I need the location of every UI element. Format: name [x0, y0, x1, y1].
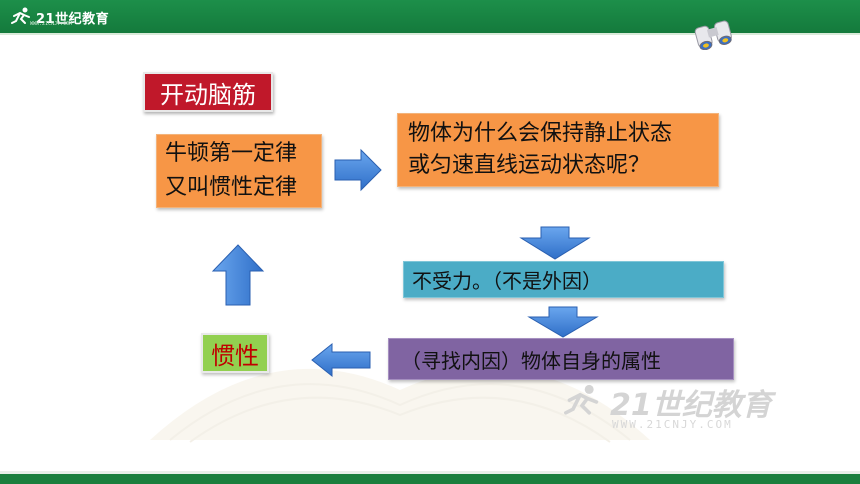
footer-bar [0, 474, 860, 484]
logo-url: WWW.21CNJY.COM [30, 21, 73, 27]
arrow-right-icon [334, 148, 382, 192]
inner-cause-box: （寻找内因）物体自身的属性 [388, 338, 734, 380]
question-box: 物体为什么会保持静止状态 或匀速直线运动状态呢？ [397, 113, 719, 187]
watermark-text: 21世纪教育 [610, 388, 772, 423]
question-line-2: 或匀速直线运动状态呢？ [408, 153, 651, 178]
no-force-box: 不受力。（不是外因） [403, 261, 724, 298]
footer-divider [0, 471, 860, 474]
logo-text: 21世纪教育 [36, 11, 110, 27]
newton-law-box: 牛顿第一定律 又叫惯性定律 [156, 134, 322, 208]
binoculars-icon [694, 20, 732, 50]
arrow-up-icon [211, 244, 265, 306]
watermark-runner-icon [564, 384, 599, 415]
law-line-2: 又叫惯性定律 [165, 175, 298, 200]
watermark-logo: 21世纪教育 [560, 380, 772, 424]
runner-icon [11, 7, 30, 24]
background-book-decoration [150, 368, 650, 443]
question-line-1: 物体为什么会保持静止状态 [408, 121, 673, 146]
slide-title: 开动脑筋 [143, 72, 273, 112]
watermark-url: WWW.21CNJY.COM [612, 418, 733, 431]
arrow-down-icon-2 [527, 306, 599, 338]
law-line-1: 牛顿第一定律 [165, 141, 298, 166]
arrow-down-icon-1 [519, 226, 591, 260]
inertia-box: 惯性 [201, 333, 269, 373]
site-logo[interactable]: 21世纪教育 [10, 6, 109, 28]
arrow-left-icon [311, 342, 371, 378]
header-divider [0, 33, 860, 35]
